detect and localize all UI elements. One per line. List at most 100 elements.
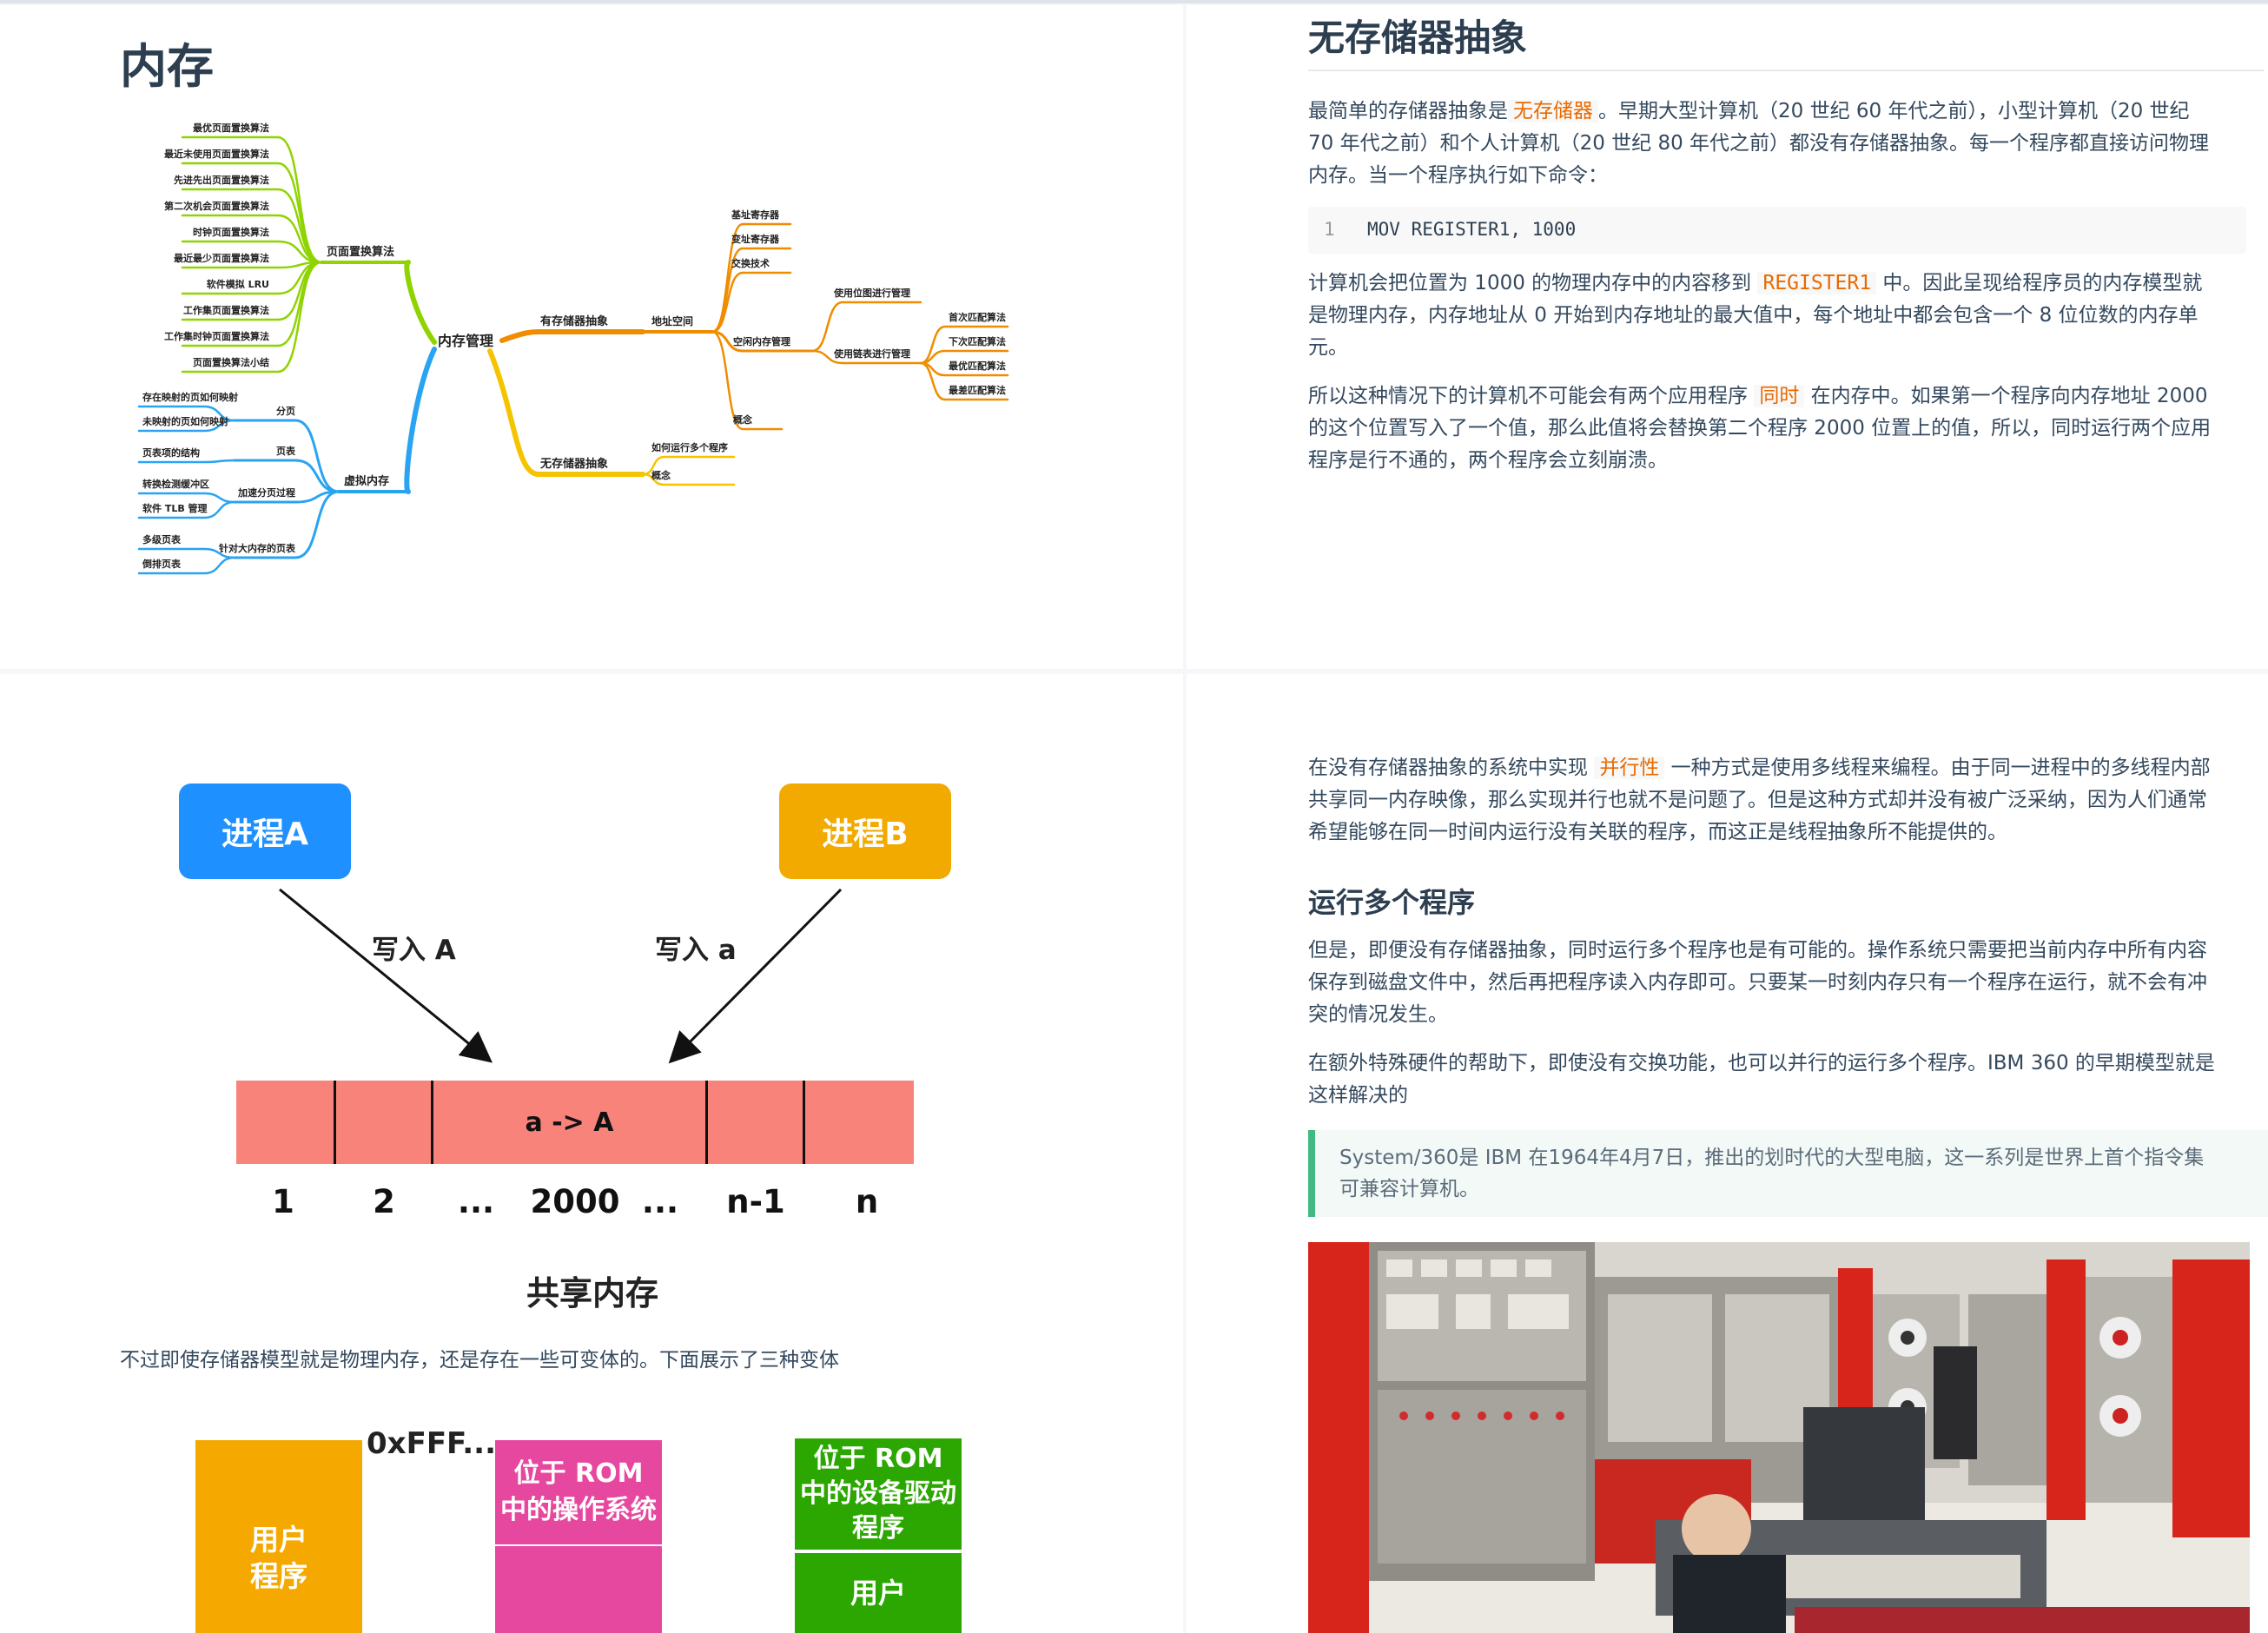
leaf-label: 交换技术 <box>731 257 770 269</box>
leaf-label: 首次匹配算法 <box>949 311 1006 323</box>
paragraph-3: 所以这种情况下的计算机不可能会有两个应用程序 同时 在内存中。如果第一个程序向内… <box>1308 385 2212 472</box>
subsection-heading: 运行多个程序 <box>1308 886 1476 919</box>
group-line <box>233 419 341 493</box>
leaf-line <box>181 240 323 264</box>
group-label: 空闲内存管理 <box>733 335 790 347</box>
address-label: 2 <box>373 1183 395 1220</box>
page-memory-mindmap: 内存 内存管理 页面置换算法 最优页面置换算法最近未使用页面置换算法先进先出页面置换… <box>0 5 1183 669</box>
leaf-label: 存在映射的页如何映射 <box>142 391 238 403</box>
leaf-label: 最近最少页面置换算法 <box>174 252 269 264</box>
branch-label: 无存储器抽象 <box>539 457 608 471</box>
mindmap-root: 内存管理 <box>438 333 493 349</box>
leaf-line <box>641 473 736 486</box>
mindmap: 内存管理 页面置换算法 最优页面置换算法最近未使用页面置换算法先进先出页面置换算法第… <box>137 122 1009 575</box>
page-title: 内存 <box>120 39 214 94</box>
section-heading: 无存储器抽象 <box>1308 17 1528 59</box>
leaf-line <box>181 214 323 264</box>
process-b-box: 进程B <box>779 783 951 879</box>
hex-address-label: 0xFFF... <box>367 1426 497 1461</box>
leaf-line <box>137 500 236 519</box>
group-line <box>233 459 341 493</box>
leaf-label: 如何运行多个程序 <box>651 441 728 453</box>
paragraph-2: 计算机会把位置为 1000 的物理内存中的内容移到 REGISTER1 中。因此… <box>1308 272 2203 359</box>
leaf-line <box>810 349 922 365</box>
leaf-label: 未映射的页如何映射 <box>142 415 228 427</box>
rom-driver-block: 位于 ROM 中的设备驱动 程序 <box>795 1438 962 1550</box>
group-line <box>711 330 814 353</box>
paragraph-1: 最简单的存储器抽象是无存储器。早期大型计算机（20 世纪 60 年代之前），小型… <box>1308 100 2210 187</box>
leaf-label: 多级页表 <box>142 533 182 545</box>
group-label: 分页 <box>276 405 295 417</box>
code-text: MOV REGISTER1, 1000 <box>1367 219 1577 240</box>
leaf-label: 最优匹配算法 <box>949 360 1006 372</box>
leaf-label: 软件 TLB 管理 <box>142 502 208 514</box>
user-program-block: 用户 程序 <box>195 1440 362 1633</box>
group-line <box>233 490 341 559</box>
address-label: n-1 <box>726 1183 785 1220</box>
blockquote: System/360是 IBM 在1964年4月7日，推出的划时代的大型电脑，这… <box>1308 1130 2268 1217</box>
leaf-line <box>137 419 236 433</box>
leaf-label: 概念 <box>733 413 753 426</box>
leaf-label: 变址寄存器 <box>731 233 780 245</box>
leaf-label: 最优页面置换算法 <box>193 122 269 134</box>
user-block-3: 用户 <box>795 1553 962 1633</box>
leaf-line <box>181 188 323 264</box>
leaf-label: 先进先出页面置换算法 <box>174 174 269 186</box>
address-label: ... <box>641 1183 679 1220</box>
leaf-label: 最差匹配算法 <box>949 384 1006 396</box>
group-label: 加速分页过程 <box>237 486 295 499</box>
leaf-label: 时钟页面置换算法 <box>193 226 269 238</box>
write-a-label: 写入 A <box>372 935 456 966</box>
arrows <box>279 888 843 1064</box>
leaf-label: 软件模拟 LRU <box>207 278 269 290</box>
leaf-label: 使用链表进行管理 <box>833 347 910 360</box>
leaf-line <box>919 361 1009 401</box>
leaf-line <box>137 459 236 464</box>
branch-line <box>487 348 645 477</box>
highlight-register: REGISTER1 <box>1757 272 1877 294</box>
code-line-number: 1 <box>1324 219 1335 240</box>
leaf-label: 转换检测缓冲区 <box>142 478 209 490</box>
leaf-label: 倒排页表 <box>142 558 182 570</box>
page-shared-memory-diagram: 进程A 进程B 写入 A 写入 a a -> A 1 2... 2000... n-1… <box>0 674 1183 1633</box>
variant-intro-text: 不过即使存储器模型就是物理内存，还是存在一些可变体的。下面展示了三种变体 <box>120 1349 839 1372</box>
top-border <box>0 0 2268 3</box>
leaf-label: 第二次机会页面置换算法 <box>164 200 269 212</box>
leaf-label: 概念 <box>651 469 671 481</box>
heading-divider <box>1308 69 2264 71</box>
leaf-label: 页面置换算法小结 <box>193 356 269 368</box>
leaf-label: 最近未使用页面置换算法 <box>164 148 269 160</box>
page-no-memory-abstraction: 无存储器抽象 最简单的存储器抽象是无存储器。早期大型计算机（20 世纪 60 年… <box>1187 5 2268 669</box>
address-label: ... <box>457 1183 495 1220</box>
memory-cell-value: a -> A <box>525 1107 614 1138</box>
write-b-label: 写入 a <box>655 935 737 966</box>
leaf-label: 工作集时钟页面置换算法 <box>164 330 269 342</box>
leaf-line <box>181 261 323 374</box>
group-label: 针对大内存的页表 <box>219 542 296 554</box>
paragraph-ibm360: 在额外特殊硬件的帮助下，即使没有交换功能，也可以并行的运行多个程序。IBM 36… <box>1308 1052 2215 1107</box>
leaf-label: 页表项的结构 <box>142 446 200 459</box>
leaf-line <box>711 330 784 431</box>
code-block: 1 MOV REGISTER1, 1000 <box>1308 207 2246 254</box>
branch-label: 页面置换算法 <box>327 245 394 259</box>
rom-os-block: 位于 ROM 中的操作系统 <box>495 1440 662 1544</box>
leaf-line <box>137 492 236 504</box>
arrow-a <box>279 888 493 1063</box>
sub-label: 地址空间 <box>651 314 693 327</box>
leaf-label: 工作集页面置换算法 <box>183 304 269 316</box>
arrow-b <box>668 888 843 1064</box>
leaf-line <box>810 301 922 353</box>
user-program-block-2 <box>495 1546 662 1633</box>
branch-line <box>404 347 437 494</box>
page-running-multiple-programs: 在没有存储器抽象的系统中实现 并行性 一种方式是使用多线程来编程。由于同一进程中… <box>1187 674 2268 1633</box>
process-a-box: 进程A <box>179 783 351 879</box>
highlight-concurrency: 并行性 <box>1594 757 1665 779</box>
leaf-label: 基址寄存器 <box>731 208 780 221</box>
address-label: 1 <box>272 1183 294 1220</box>
leaf-line <box>137 556 236 575</box>
group-label: 页表 <box>276 445 296 457</box>
shared-memory-caption: 共享内存 <box>526 1274 659 1312</box>
address-label: 2000 <box>530 1183 620 1220</box>
address-label: n <box>855 1183 879 1220</box>
highlight-no-memory: 无存储器 <box>1508 100 1598 122</box>
